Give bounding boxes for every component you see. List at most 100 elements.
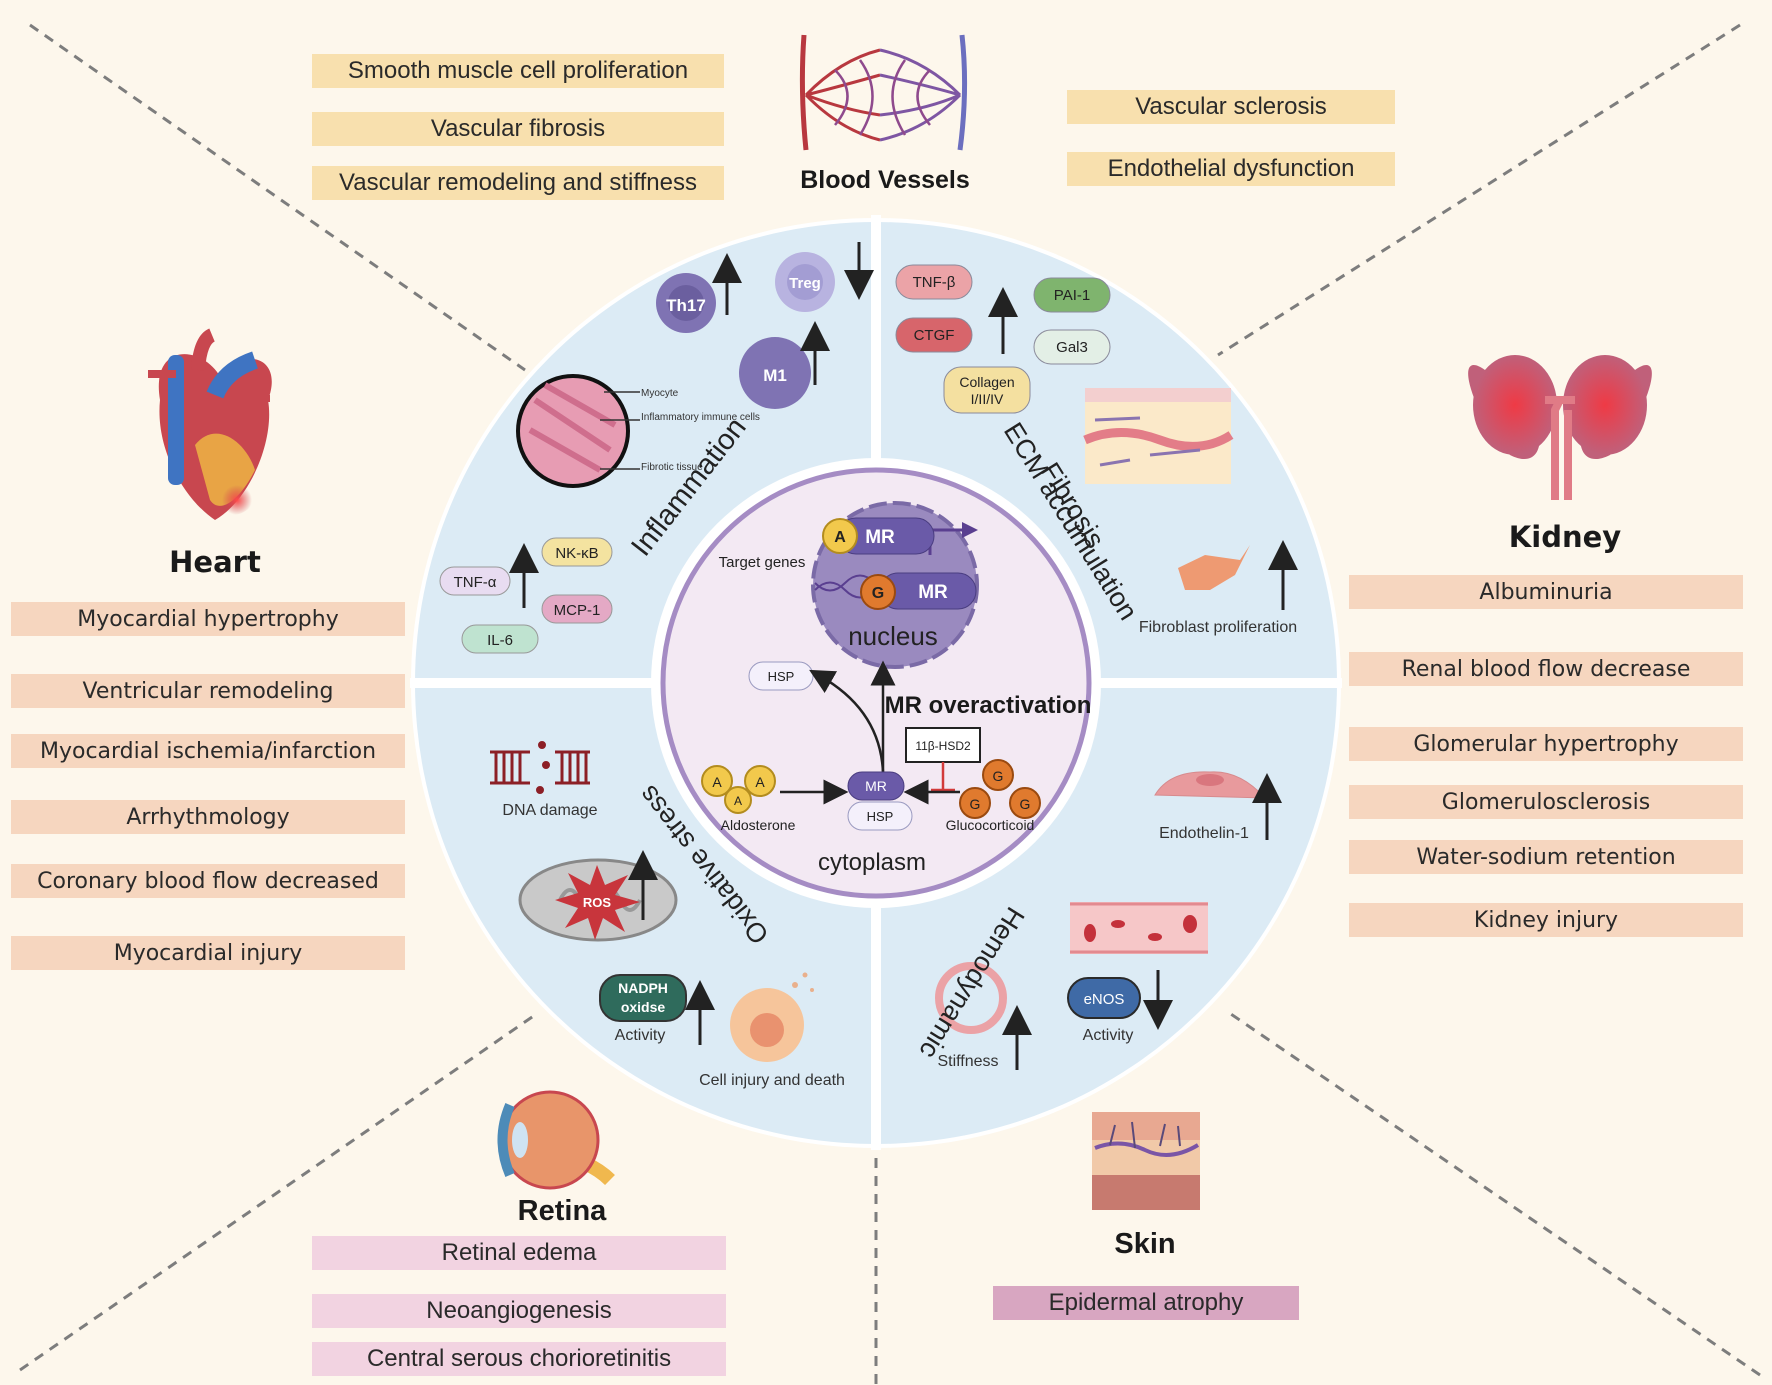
- mcp1-label: MCP-1: [554, 602, 601, 619]
- hsp-release-arrow: [809, 669, 885, 773]
- skin-title: Skin: [1114, 1228, 1176, 1260]
- nuclear-mr-label-1: MR: [865, 527, 895, 548]
- vessel-ring-icon: [935, 962, 1007, 1034]
- cytoplasmic-hsp: [847, 801, 913, 831]
- glucocorticoid-symbol: G: [970, 796, 981, 812]
- nuclear-mr-label-2: MR: [918, 582, 948, 603]
- tnfa-pill: [439, 566, 511, 596]
- treg-label: Treg: [789, 275, 821, 292]
- myocyte-label: Myocyte: [641, 388, 679, 399]
- m1-label: M1: [763, 366, 787, 385]
- gal3-pill: [1033, 329, 1111, 365]
- aldosterone-molecule: [724, 786, 752, 814]
- il6-pill: [461, 624, 539, 654]
- glucocorticoid-molecule: [1009, 787, 1041, 819]
- glucocorticoid-molecule: [982, 759, 1014, 791]
- kidney-effect: Glomerulosclerosis: [1349, 785, 1743, 819]
- endothelin-label: Endothelin-1: [1159, 825, 1249, 842]
- aldosterone-symbol: A: [712, 774, 722, 790]
- kidney-effect: Water-sodium retention: [1349, 840, 1743, 874]
- dashed-divider-lines: [19, 23, 1761, 1385]
- released-hsp-label: HSP: [768, 669, 795, 684]
- cell-injury-label: Cell injury and death: [699, 1072, 845, 1089]
- aldosterone-molecule: [701, 765, 733, 797]
- heart-effect: Coronary blood flow decreased: [11, 864, 405, 898]
- immune-cells-label: Inflammatory immune cells: [641, 412, 760, 423]
- tissue-section-icon: [1083, 388, 1234, 484]
- dna-damage-icon: [490, 741, 590, 794]
- fibroblast-icon: [1178, 545, 1250, 590]
- retina-effect: Neoangiogenesis: [312, 1294, 726, 1328]
- mr-overactivation-label: MR overactivation: [885, 692, 1092, 719]
- enzyme-box: [905, 727, 981, 763]
- eye-icon: [497, 1090, 615, 1190]
- glucocorticoid-symbol: G: [993, 768, 1004, 784]
- blood-vessel-effect: Vascular sclerosis: [1067, 90, 1395, 124]
- heart-effect: Ventricular remodeling: [11, 674, 405, 708]
- pathway-ring: [410, 215, 1342, 1150]
- blood-vessels-icon: [799, 34, 968, 151]
- aldosterone-symbol: A: [755, 774, 765, 790]
- heart-effect: Myocardial hypertrophy: [11, 602, 405, 636]
- retina-effect: Central serous chorioretinitis: [312, 1342, 726, 1376]
- ctgf-label: CTGF: [914, 327, 955, 344]
- ros-burst: [555, 865, 640, 940]
- heart-icon: [148, 328, 272, 520]
- collagen-pill: [943, 366, 1031, 414]
- nkkb-pill: [541, 537, 613, 567]
- enos-pill: [1067, 977, 1141, 1019]
- aldosterone-symbol: A: [734, 794, 742, 808]
- tnfa-label: TNF-α: [454, 574, 497, 591]
- heart-effect: Myocardial injury: [11, 936, 405, 970]
- ros-label: ROS: [583, 895, 612, 910]
- dna-damage-label: DNA damage: [502, 802, 597, 819]
- nadph-label: NADPH: [618, 980, 668, 996]
- blood-vessel-effect: Vascular remodeling and stiffness: [312, 166, 724, 200]
- tnfb-label: TNF-β: [913, 274, 956, 291]
- aldosterone-molecule: [744, 765, 776, 797]
- th17-label: Th17: [666, 296, 706, 315]
- cytoplasm-label: cytoplasm: [818, 849, 926, 876]
- fibroblast-label: Fibroblast proliferation: [1139, 619, 1297, 636]
- kidney-effect: Albuminuria: [1349, 575, 1743, 609]
- mcp1-pill: [541, 594, 613, 624]
- cytoplasmic-hsp-label: HSP: [867, 809, 894, 824]
- tnfb-pill: [895, 264, 973, 300]
- glucocorticoid-molecule: [959, 787, 991, 819]
- target-genes-label: Target genes: [719, 554, 806, 571]
- nkkb-label: NK-κB: [555, 545, 598, 562]
- nadph-activity-label: Activity: [615, 1027, 666, 1044]
- blood-vessel-effect: Vascular fibrosis: [312, 112, 724, 146]
- nuclear-glucocorticoid-symbol: G: [872, 585, 884, 602]
- glucocorticoid-symbol: G: [1020, 796, 1031, 812]
- il6-label: IL-6: [487, 632, 513, 649]
- heart-effect: Myocardial ischemia/infarction: [11, 734, 405, 768]
- ctgf-pill: [895, 317, 973, 353]
- blood-vessels-title: Blood Vessels: [800, 166, 970, 194]
- retina-effect: Retinal edema: [312, 1236, 726, 1270]
- divider-bottom-left: [19, 1013, 536, 1372]
- nucleus-label: nucleus: [848, 621, 938, 651]
- pai1-pill: [1033, 277, 1111, 313]
- pai1-label: PAI-1: [1054, 287, 1090, 304]
- kidney-effect: Glomerular hypertrophy: [1349, 727, 1743, 761]
- enos-activity-label: Activity: [1083, 1027, 1134, 1044]
- glucocorticoid-label: Glucocorticoid: [946, 817, 1035, 833]
- blood-vessel-effect: Smooth muscle cell proliferation: [312, 54, 724, 88]
- aldosterone-label: Aldosterone: [721, 817, 796, 833]
- kidney-effect: Kidney injury: [1349, 903, 1743, 937]
- skin-effect: Epidermal atrophy: [993, 1286, 1299, 1320]
- kidney-title: Kidney: [1508, 520, 1622, 554]
- oxidase-label: oxidse: [621, 999, 666, 1015]
- blood-vessel-effect: Endothelial dysfunction: [1067, 152, 1395, 186]
- kidney-effect: Renal blood flow decrease: [1349, 652, 1743, 686]
- mr-pathway-center: MR A MR G nucleus Target genes HSP MR ov…: [701, 501, 1092, 876]
- m1-macrophage: [739, 337, 811, 409]
- gal3-label: Gal3: [1056, 339, 1088, 356]
- divider-bottom-right: [1224, 1008, 1761, 1377]
- fibrotic-tissue-label: Fibrotic tissue: [641, 462, 703, 473]
- divider-top-right: [1217, 23, 1741, 357]
- heart-title: Heart: [169, 545, 261, 579]
